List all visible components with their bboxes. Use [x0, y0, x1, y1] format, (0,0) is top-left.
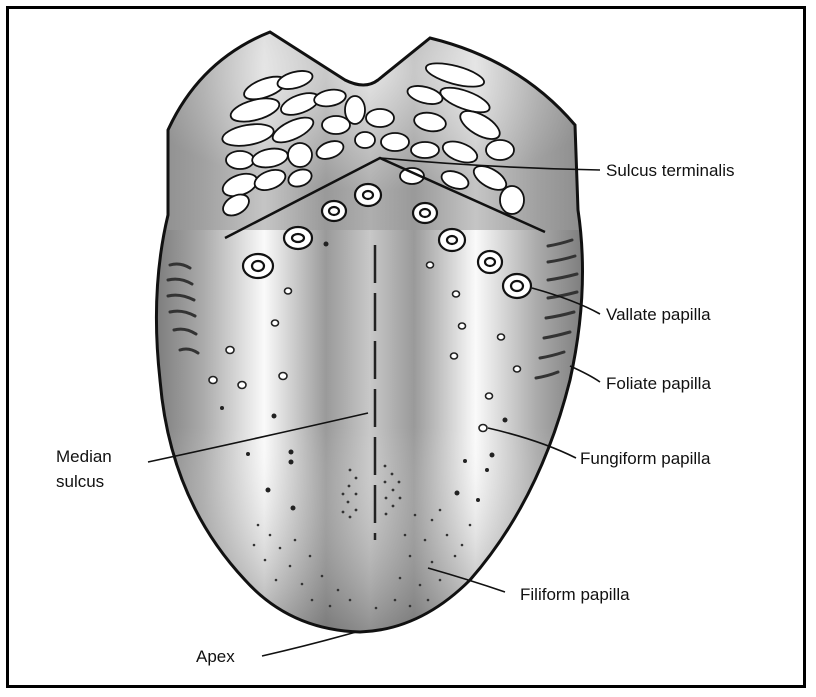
leader-foliate-papilla	[570, 366, 600, 382]
label-filiform-papilla: Filiform papilla	[520, 585, 630, 604]
leader-apex	[262, 632, 356, 656]
label-median-sulcus-line1: Median	[56, 447, 112, 466]
label-fungiform-papilla: Fungiform papilla	[580, 449, 711, 468]
label-sulcus-terminalis: Sulcus terminalis	[606, 161, 735, 180]
label-vallate-papilla: Vallate papilla	[606, 305, 711, 324]
label-median-sulcus-line2: sulcus	[56, 472, 104, 491]
label-apex: Apex	[196, 647, 235, 666]
label-foliate-papilla: Foliate papilla	[606, 374, 711, 393]
